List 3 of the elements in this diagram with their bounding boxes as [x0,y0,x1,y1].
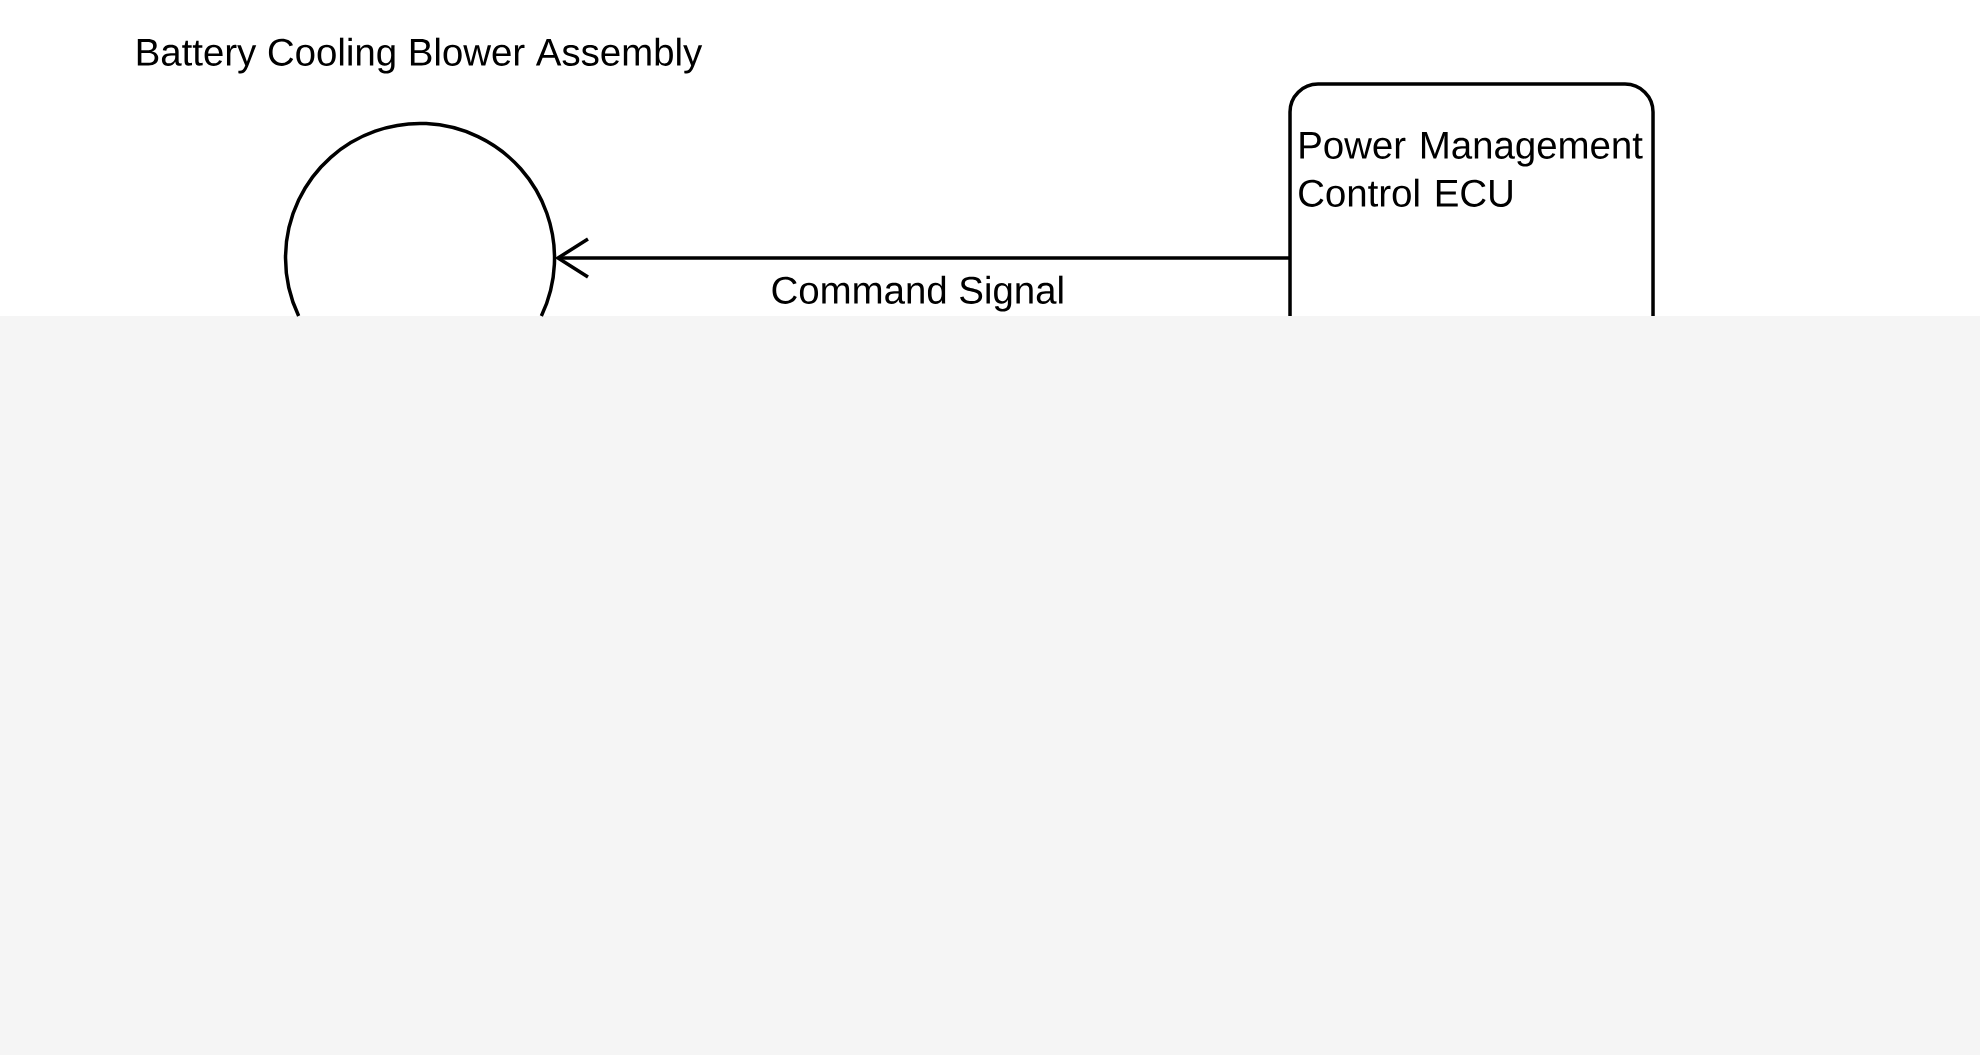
edge-label: Command Signal [768,273,1068,314]
arrow [554,237,1290,279]
ecu-box: Power Management Control ECU [1288,82,1655,316]
